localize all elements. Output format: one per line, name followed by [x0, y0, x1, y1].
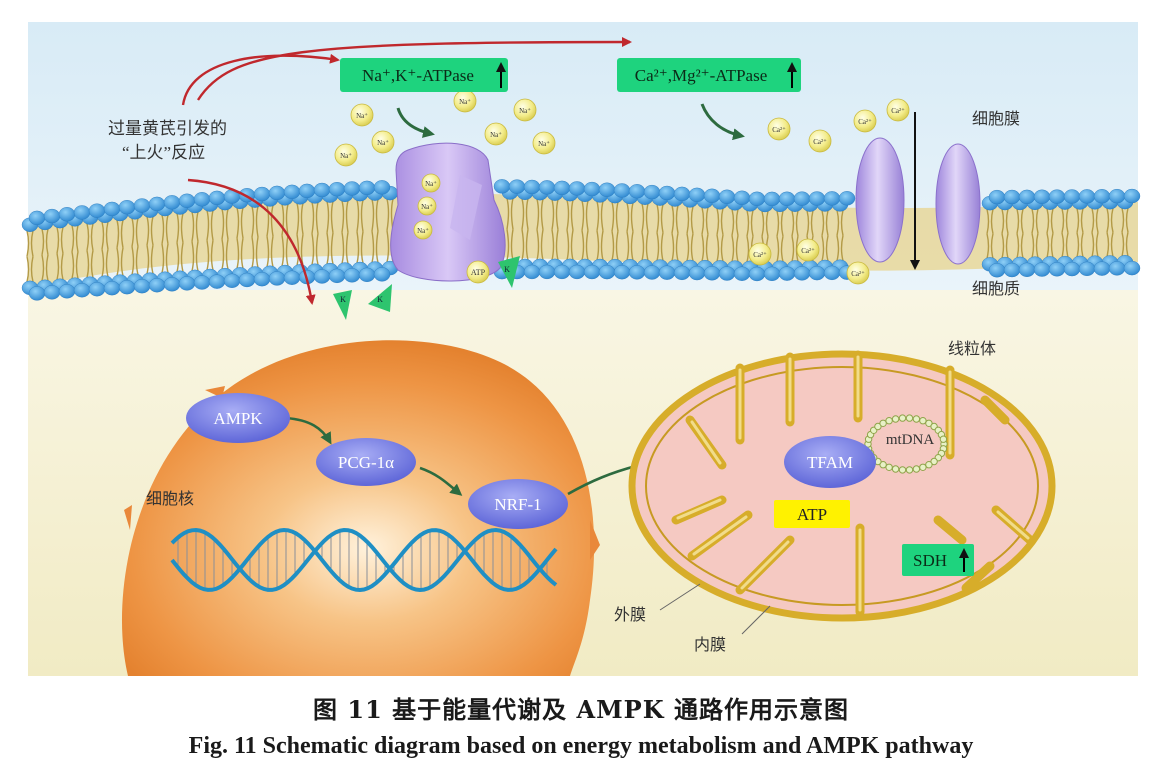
trigger-label-2: “上火”反应	[122, 143, 205, 162]
cell-membrane-label: 细胞膜	[972, 110, 1020, 128]
atp-particle-label: ATP	[471, 268, 486, 277]
ion-label: Na⁺	[421, 203, 433, 211]
ion-label: Ca²⁺	[813, 138, 827, 146]
na-k-pump-protein	[390, 142, 506, 282]
atp-box-label: ATP	[797, 505, 827, 524]
cytoplasm-label: 细胞质	[972, 280, 1020, 298]
pgc-node: PCG-1α	[316, 438, 416, 486]
na-k-atpase-box: Na⁺,K⁺-ATPase	[340, 58, 508, 92]
ion-particles: Na⁺ Na⁺ Na⁺ Na⁺ Na⁺ Na⁺ Na⁺ Na⁺ Na⁺ Na⁺ Ca²⁺ Ca²⁺ Ca…	[334, 89, 910, 285]
ampk-label: AMPK	[213, 409, 263, 428]
mitochondria-label: 线粒体	[948, 340, 996, 358]
na-k-atpase-label: Na⁺,K⁺-ATPase	[362, 66, 474, 85]
ion-label: Na⁺	[377, 139, 389, 147]
schematic-diagram: Na⁺ Na⁺ Na⁺ Na⁺ Na⁺ Na⁺ Na⁺ Na⁺ Na⁺ Na⁺ Ca²⁺ Ca²⁺ Ca…	[21, 22, 1141, 676]
ion-label: Ca²⁺	[858, 118, 872, 126]
ca-channel	[855, 112, 981, 270]
mtdna-label: mtDNA	[886, 432, 935, 448]
ion-label: Ca²⁺	[891, 107, 905, 115]
figure-caption-english: Fig. 11 Schematic diagram based on energ…	[188, 733, 974, 759]
ca-mg-atpase-label: Ca²⁺,Mg²⁺-ATPase	[635, 66, 768, 85]
svg-text:K: K	[504, 265, 510, 274]
ion-label: Na⁺	[538, 140, 550, 148]
ion-label: Na⁺	[519, 107, 531, 115]
trigger-label: 过量黄芪引发的	[108, 119, 227, 138]
dna-helix	[170, 527, 558, 593]
svg-text:K: K	[377, 295, 383, 304]
outer-membrane-pointer	[659, 583, 701, 611]
ion-label: Ca²⁺	[851, 270, 865, 278]
figure-caption-chinese: 图 11 基于能量代谢及 AMPK 通路作用示意图	[313, 695, 849, 724]
k-ion-triangles: K K K	[333, 256, 520, 320]
ion-label: Ca²⁺	[801, 247, 815, 255]
ca-mg-atpase-box: Ca²⁺,Mg²⁺-ATPase	[617, 58, 801, 92]
ampk-node: AMPK	[186, 393, 290, 443]
tfam-label: TFAM	[807, 453, 853, 472]
ion-label: Na⁺	[425, 180, 437, 188]
green-flow-arrows	[396, 103, 745, 141]
pgc-label: PCG-1α	[338, 453, 394, 472]
nrf-node: NRF-1	[468, 479, 568, 529]
inner-membrane-label: 内膜	[694, 636, 726, 654]
red-stimulus-arrows	[181, 37, 632, 305]
inner-membrane-pointer	[741, 605, 771, 635]
ion-label: Na⁺	[459, 98, 471, 106]
ion-label: Na⁺	[356, 112, 368, 120]
ion-label: Ca²⁺	[772, 126, 786, 134]
ion-label: Na⁺	[340, 152, 352, 160]
tfam-node	[784, 436, 876, 488]
atp-box	[774, 500, 850, 528]
sdh-label: SDH	[913, 551, 947, 570]
ion-label: Na⁺	[490, 131, 502, 139]
mitochondrion: 线粒体 mtDNA TFAM ATP SDH 外膜 内膜	[614, 340, 1056, 654]
atp-particle: ATP	[466, 260, 490, 284]
ion-label: Ca²⁺	[753, 251, 767, 259]
outer-membrane-label: 外膜	[614, 606, 646, 624]
nrf-label: NRF-1	[494, 495, 541, 514]
svg-text:K: K	[340, 295, 346, 304]
mtdna-ring	[864, 414, 948, 474]
nucleus-label: 细胞核	[146, 490, 194, 508]
ion-label: Na⁺	[417, 227, 429, 235]
sdh-box	[902, 544, 974, 576]
